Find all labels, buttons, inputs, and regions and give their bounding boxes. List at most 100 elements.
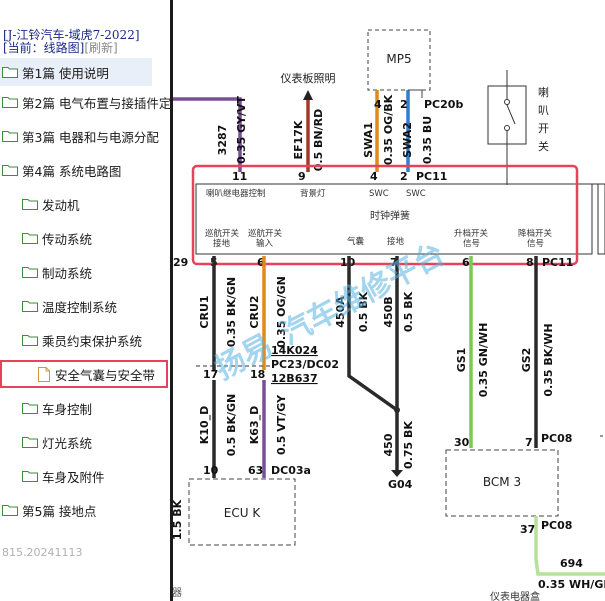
backlight-label: 背景灯 <box>300 188 326 199</box>
wire-code-cru2: CRU2 <box>248 295 261 328</box>
tree-item[interactable]: 制动系统 <box>22 258 92 286</box>
wire-code-k10-d: K10_D <box>198 406 211 444</box>
folder-icon <box>22 403 38 414</box>
pin-10-ecu: 10 <box>203 464 219 477</box>
ground-g04: G04 <box>388 478 413 491</box>
tree-item[interactable]: 发动机 <box>22 190 80 218</box>
tree-item-label: 制动系统 <box>42 265 93 281</box>
cruise-input-label-2: 输入 <box>256 238 274 249</box>
wire-code-swa1: SWA1 <box>362 122 375 158</box>
tree-item[interactable]: 第5篇 接地点 <box>2 496 96 524</box>
watermark-prefix: 扬易 <box>209 328 278 387</box>
wiring-diagram: 喇 叭 开 关 MP5 仪表板照明 3287 0.35 GY/VT EF17K … <box>173 29 605 601</box>
folder-icon <box>22 437 38 448</box>
ecu-k-box <box>188 478 296 546</box>
ecu-k-label: ECU K <box>224 506 262 520</box>
pin-63: 63 <box>248 464 263 477</box>
tree-item[interactable]: 第3篇 电器和与电源分配 <box>2 122 159 150</box>
wire-spec-k63-d: 0.5 VT/GY <box>275 394 288 455</box>
wire-spec-swa1: 0.35 OG/BK <box>382 94 395 165</box>
wire-code-450: 450 <box>382 433 395 456</box>
upshift-label-1: 升档开关 <box>454 228 489 239</box>
tree-item-label: 乘员约束保护系统 <box>42 333 143 349</box>
tree-item[interactable]: 车身控制 <box>22 394 92 422</box>
wire-spec-450a: 0.5 BK <box>357 291 370 332</box>
connector-pc08-top: PC08 <box>541 432 572 445</box>
horn-switch-label-4: 关 <box>538 139 549 153</box>
folder-icon <box>22 471 38 482</box>
horn-switch-label-2: 叭 <box>538 104 549 117</box>
tree-item[interactable]: 安全气囊与安全带 <box>38 360 155 388</box>
tree-item-label: 第3篇 电器和与电源分配 <box>22 129 159 145</box>
wire-code-k63-d: K63_D <box>248 406 261 444</box>
connector-14k024: 14K024 <box>271 344 318 357</box>
tree-item[interactable]: 第4篇 系统电路图 <box>2 156 121 184</box>
wire-spec-swa2: 0.35 BU <box>421 116 434 164</box>
wire-450a[interactable] <box>347 256 399 412</box>
pin-9: 9 <box>298 170 306 183</box>
clock-spring-box <box>195 183 593 255</box>
instrument-fusebox-label: 仪表电器盒 <box>490 590 540 601</box>
tree-item[interactable]: 车身及附件 <box>22 462 105 490</box>
wire-code-gs2: GS2 <box>520 348 533 373</box>
clock-spring-label: 时钟弹簧 <box>370 209 410 222</box>
folder-icon <box>22 199 38 210</box>
folder-icon <box>22 301 38 312</box>
pin-4: 4 <box>374 98 382 111</box>
header-links: [当前：线路图][刷新] <box>3 39 118 56</box>
wire-spec-450: 0.75 BK <box>402 421 415 469</box>
wire-spec-450b: 0.5 BK <box>402 291 415 332</box>
horn-switch-label-3: 开 <box>538 122 549 135</box>
tree-item[interactable]: 第2篇 电气布置与接插件定 <box>2 88 170 116</box>
tree-item-label: 第1篇 使用说明 <box>22 65 109 81</box>
folder-icon <box>2 67 18 78</box>
cruise-ground-label-2: 接地 <box>213 238 231 249</box>
wire-code-3287: 3287 <box>216 125 229 156</box>
current-view-link[interactable]: [当前：线路图] <box>3 41 85 55</box>
connector-dc03a: DC03a <box>271 464 311 477</box>
pin-7-bcm: 7 <box>525 436 533 449</box>
connector-pc11-bottom: PC11 <box>542 256 573 269</box>
tree-item-label: 传动系统 <box>42 231 93 247</box>
wire-code-ef17k: EF17K <box>292 120 305 159</box>
pin-4-lower: 4 <box>370 170 378 183</box>
folder-icon <box>22 335 38 346</box>
tree-item-label: 第4篇 系统电路图 <box>22 163 122 179</box>
cruise-input-label-1: 巡航开关 <box>248 228 283 239</box>
folder-icon <box>2 97 18 108</box>
highlight-frame <box>191 164 579 266</box>
ground-icon <box>391 470 403 477</box>
tree-item-label: 车身控制 <box>42 401 93 417</box>
pin-17: 17 <box>203 368 218 381</box>
tree-item[interactable]: 灯光系统 <box>22 428 92 456</box>
tree-item-label: 灯光系统 <box>42 435 93 451</box>
up-arrow-icon <box>303 90 313 100</box>
wire-code-450a: 450A <box>334 296 347 328</box>
downshift-label-2: 信号 <box>527 238 544 249</box>
tree-item[interactable]: 第1篇 使用说明 <box>0 58 152 86</box>
refresh-link[interactable]: [刷新] <box>84 41 118 55</box>
tree-item[interactable]: 传动系统 <box>22 224 92 252</box>
pin-30: 30 <box>454 436 470 449</box>
wire-694[interactable] <box>534 516 605 576</box>
tree-item[interactable]: 温度控制系统 <box>22 292 117 320</box>
pin-8: 8 <box>526 256 534 269</box>
panel-divider[interactable] <box>170 0 173 601</box>
tree-item[interactable]: 乘员约束保护系统 <box>22 326 142 354</box>
wire-spec-k10-d: 0.5 BK/GN <box>225 394 238 456</box>
document-title: [J-江铃汽车-域虎7-2022] <box>3 28 140 42</box>
wire-spec-ef17k: 0.5 BN/RD <box>312 109 325 172</box>
wire-code-cru1: CRU1 <box>198 295 211 328</box>
folder-icon <box>22 233 38 244</box>
pin-11: 11 <box>232 170 247 183</box>
airbag-label: 气囊 <box>347 236 365 247</box>
pin-7-top: 7 <box>390 256 398 269</box>
dashboard-light-label: 仪表板照明 <box>281 71 336 85</box>
bottom-left-fragment: 器 <box>172 588 182 599</box>
pin-2-lower: 2 <box>400 170 408 183</box>
pin-2-top: 2 <box>400 98 408 111</box>
wire-3287[interactable] <box>173 97 242 172</box>
downshift-label-1: 降档开关 <box>518 228 553 239</box>
folder-icon <box>2 165 18 176</box>
connector-pc20b: PC20b <box>424 98 463 111</box>
